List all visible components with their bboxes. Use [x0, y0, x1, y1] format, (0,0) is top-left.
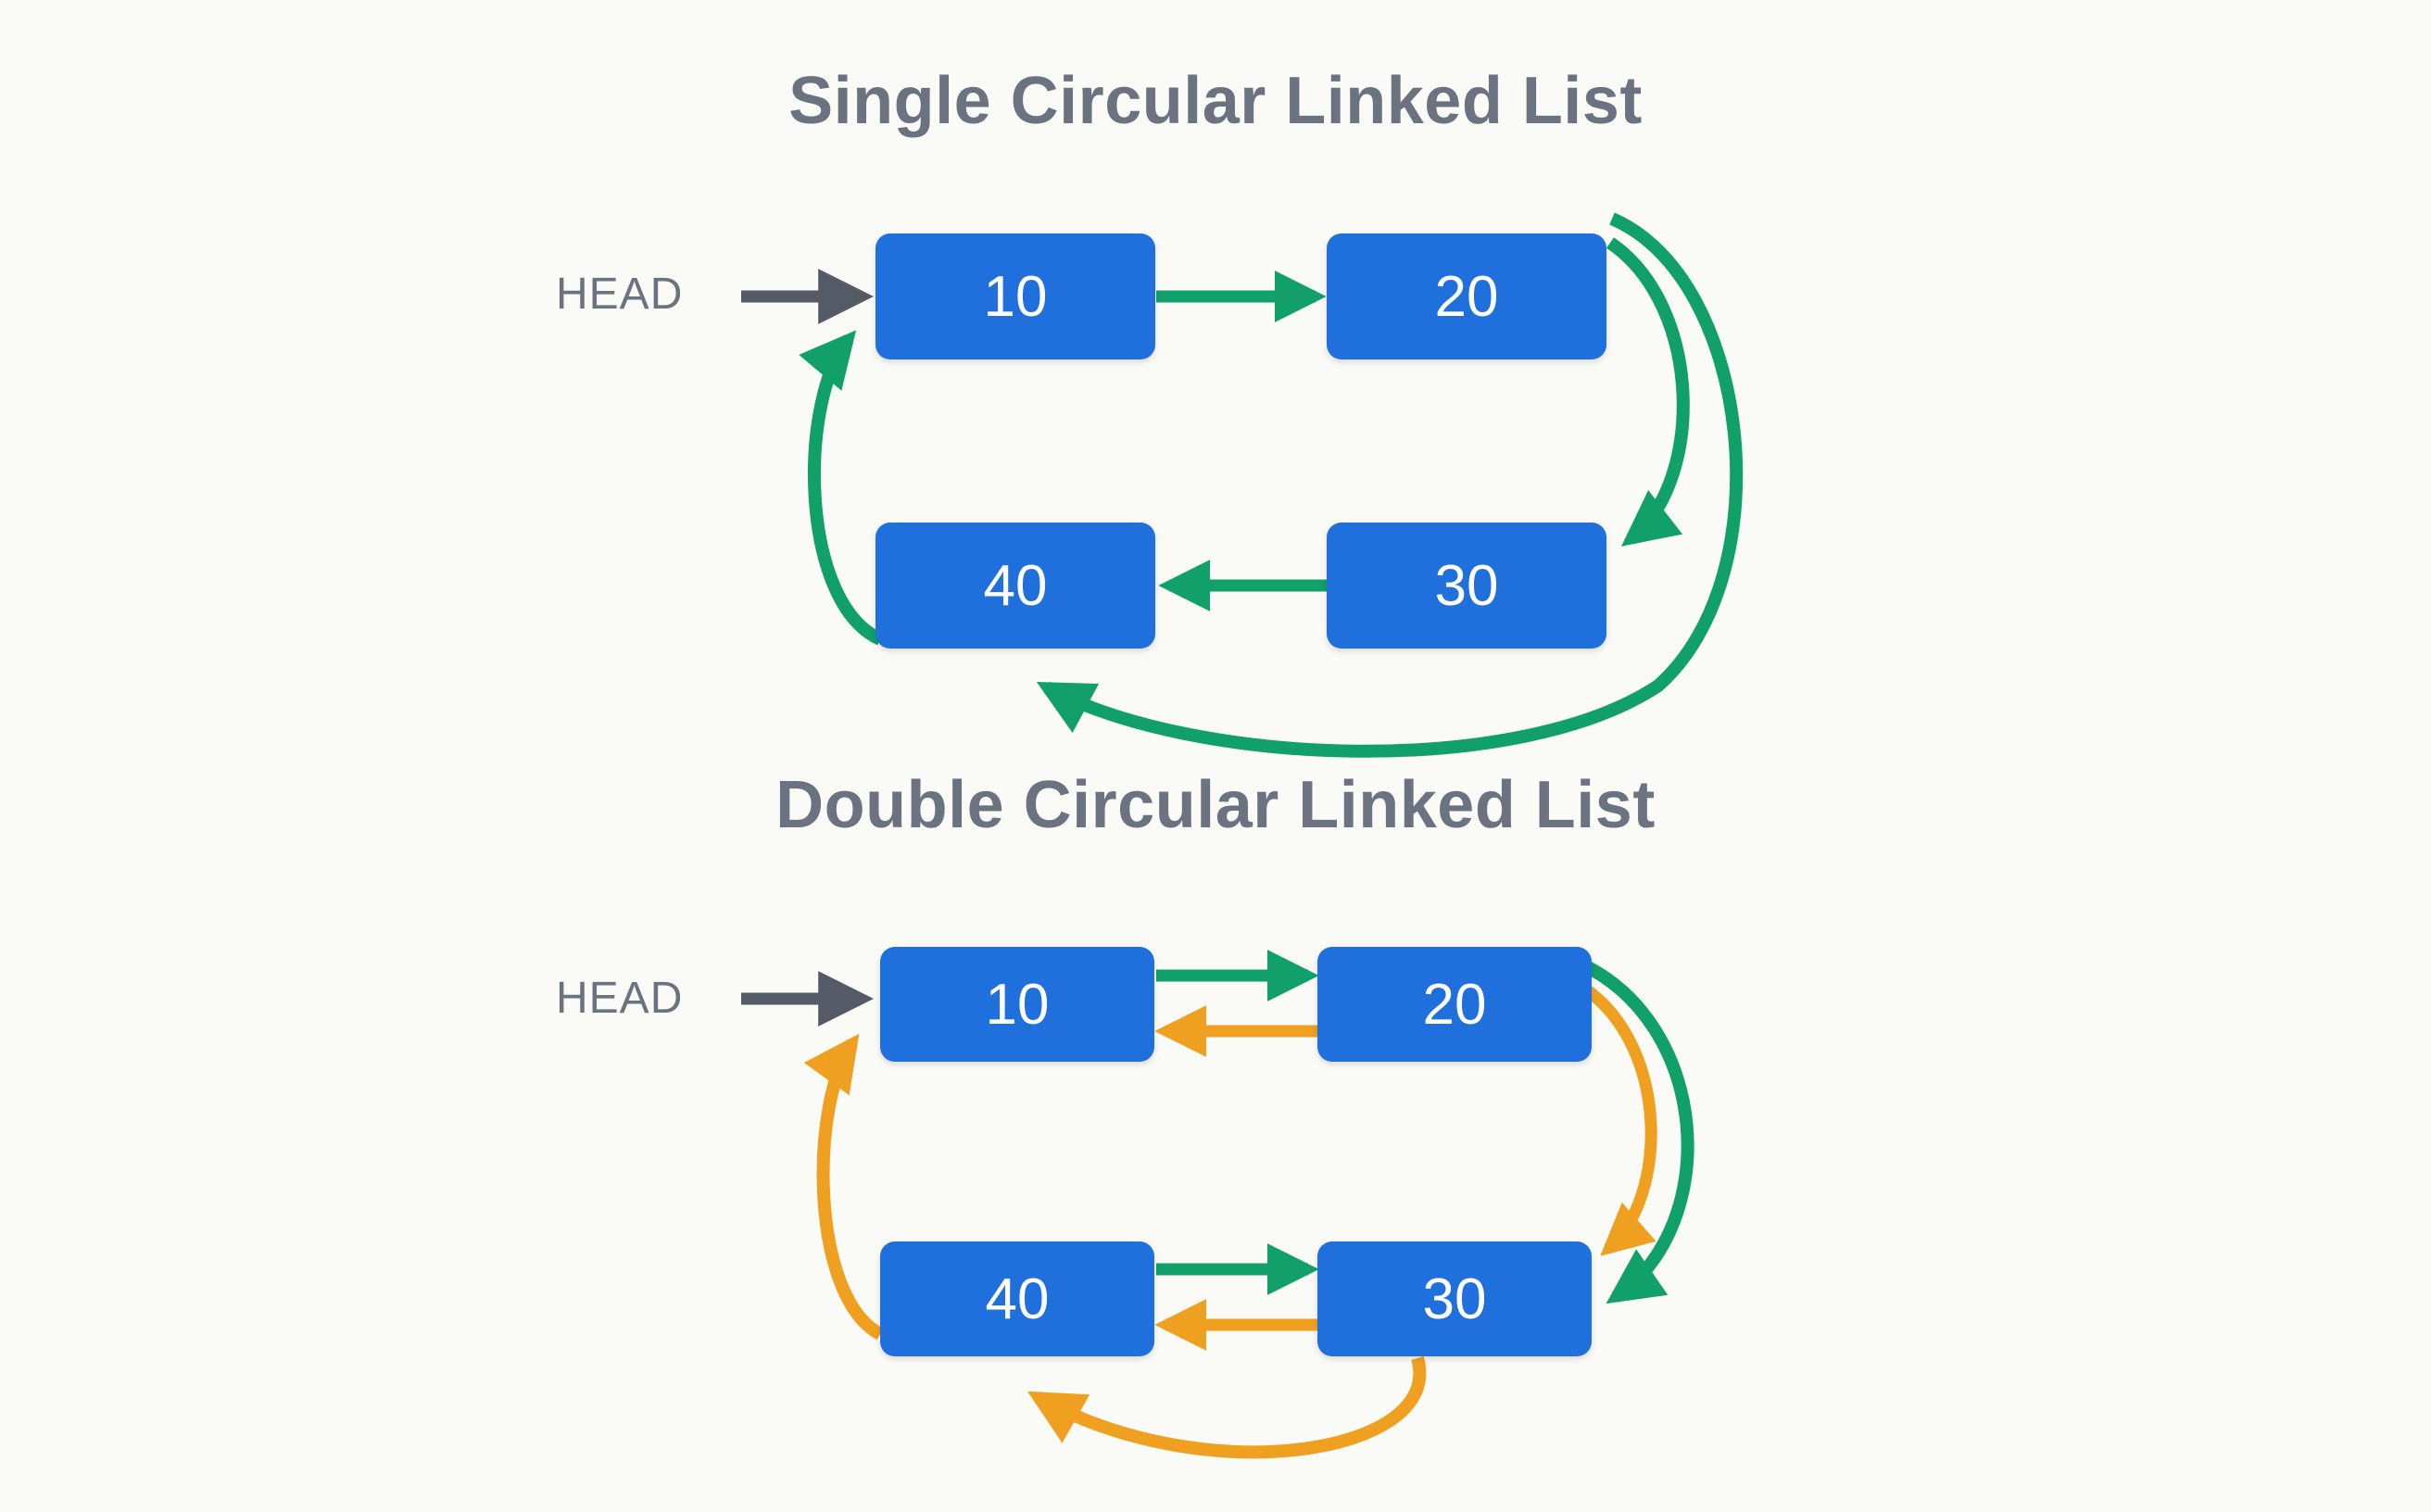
node-20-double[interactable]: 20 — [1317, 947, 1592, 1062]
node-30-single[interactable]: 30 — [1327, 523, 1606, 649]
edge-20-to-40-wrap-single — [1036, 212, 1744, 758]
node-10-double[interactable]: 10 — [880, 947, 1154, 1062]
single-list-connectors — [741, 212, 1744, 758]
edge-30-to-40-wrap-double — [1027, 1356, 1427, 1459]
double-list-connectors — [741, 950, 1694, 1459]
node-30-double[interactable]: 30 — [1317, 1241, 1592, 1356]
edge-20-to-30-prev-double — [1582, 984, 1657, 1256]
edge-40-to-10-single — [799, 330, 884, 646]
edge-20-to-30-single — [1606, 237, 1690, 547]
page-title-double-circular-linked-list: Double Circular Linked List — [775, 768, 1656, 842]
node-10-single[interactable]: 10 — [875, 233, 1155, 359]
node-20-single[interactable]: 20 — [1327, 233, 1606, 359]
edge-20-to-30-next-double — [1578, 957, 1694, 1304]
node-40-single[interactable]: 40 — [875, 523, 1155, 649]
node-40-double[interactable]: 40 — [880, 1241, 1154, 1356]
head-label-double: HEAD — [556, 974, 684, 1023]
head-label-single: HEAD — [556, 270, 684, 319]
edge-40-to-10-prev-double — [803, 1033, 884, 1341]
page-title-single-circular-linked-list: Single Circular Linked List — [788, 64, 1643, 138]
